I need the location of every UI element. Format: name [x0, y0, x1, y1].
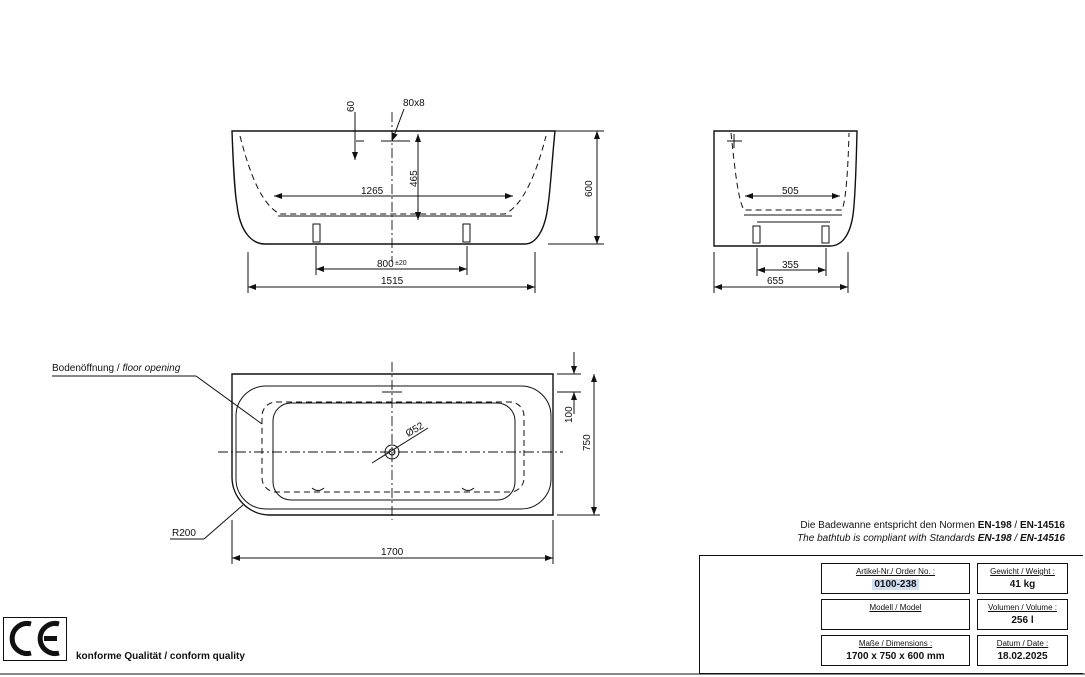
side-outer-shell — [713, 130, 858, 247]
side-foot-left — [752, 225, 761, 244]
order-no-value: 0100-238 — [872, 579, 919, 590]
front-foot-left — [312, 223, 321, 243]
top-view: Ø52 Bodenöffnung / floor opening R200 10… — [52, 352, 600, 564]
compliance-en: The bathtub is compliant with Standards … — [797, 533, 1065, 544]
label-floor-opening: Bodenöffnung / floor opening — [52, 363, 181, 374]
side-view: 505 355 655 — [713, 130, 858, 293]
volume-cell: Volumen / Volume : 256 l — [977, 599, 1068, 630]
compliance-de: Die Badewanne entspricht den Normen EN-1… — [800, 520, 1065, 531]
order-no-cell: Artikel-Nr./ Order No. : 0100-238 — [821, 563, 970, 594]
dim-feet-width: 355 — [782, 260, 799, 271]
weight-value: 41 kg — [1009, 579, 1036, 590]
compliance-note: Die Badewanne entspricht den Normen EN-1… — [797, 519, 1065, 545]
model-cell: Modell / Model — [821, 599, 970, 630]
quality-text: konforme Qualität / conform quality — [76, 651, 245, 662]
weight-label: Gewicht / Weight : — [990, 567, 1055, 576]
front-view: 60 80x8 465 1265 600 800 ±20 1515 — [231, 98, 604, 293]
dimensions-value: 1700 x 750 x 600 mm — [846, 651, 945, 662]
date-cell: Datum / Date : 18.02.2025 — [977, 635, 1068, 666]
dimensions-cell: Maße / Dimensions : 1700 x 750 x 600 mm — [821, 635, 970, 666]
ce-mark-icon — [9, 621, 60, 656]
dim-length-top: 1700 — [381, 547, 404, 558]
top-inner-basin — [272, 402, 516, 501]
dim-height: 600 — [584, 180, 595, 197]
front-inner-line — [239, 135, 547, 215]
top-outer-shell — [231, 373, 554, 516]
dimensions-label: Maße / Dimensions : — [858, 639, 933, 648]
dim-feet-tolerance: ±20 — [395, 260, 407, 267]
dim-overflow-offset: 60 — [346, 100, 357, 112]
volume-value: 256 l — [1011, 615, 1034, 626]
title-block: Artikel-Nr./ Order No. : 0100-238 Gewich… — [699, 555, 1083, 674]
label-drain-diameter: Ø52 — [404, 420, 426, 439]
dim-inner-height: 465 — [409, 170, 420, 187]
ce-mark-logo — [3, 617, 67, 661]
volume-label: Volumen / Volume : — [988, 603, 1057, 612]
dim-overflow-distance: 100 — [564, 406, 575, 423]
top-rim — [235, 385, 552, 510]
model-label: Modell / Model — [869, 603, 922, 612]
label-radius: R200 — [172, 528, 196, 539]
side-inner-line — [730, 132, 850, 211]
front-foot-right — [462, 223, 471, 243]
dim-width-top: 750 — [582, 434, 593, 451]
top-floor-opening — [261, 401, 525, 493]
order-no-label: Artikel-Nr./ Order No. : — [855, 567, 936, 576]
dim-inner-length: 1265 — [361, 186, 384, 197]
dim-overflow-size: 80x8 — [403, 98, 425, 109]
side-foot-right — [821, 225, 830, 244]
date-value: 18.02.2025 — [997, 651, 1048, 662]
dim-feet-spacing: 800 — [377, 259, 394, 270]
date-label: Datum / Date : — [996, 639, 1049, 648]
dim-width: 655 — [767, 276, 784, 287]
weight-cell: Gewicht / Weight : 41 kg — [977, 563, 1068, 594]
front-outer-shell — [231, 130, 556, 245]
dim-length: 1515 — [381, 276, 404, 287]
dim-inner-width: 505 — [782, 186, 799, 197]
top-drain — [384, 444, 400, 460]
